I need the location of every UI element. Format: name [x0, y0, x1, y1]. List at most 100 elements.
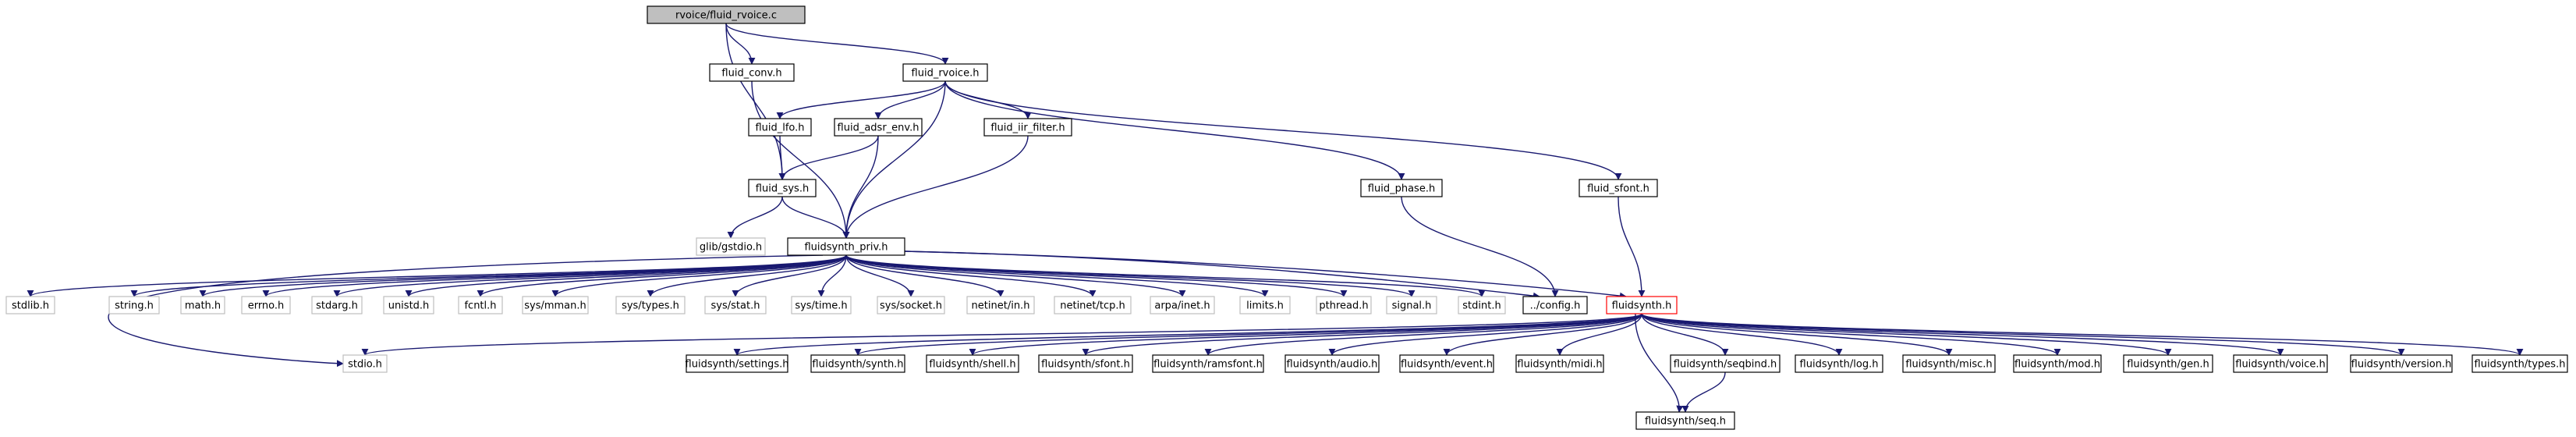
node-seq[interactable]: fluidsynth/seq.h [1635, 411, 1735, 430]
node-adsr[interactable]: fluid_adsr_env.h [834, 118, 923, 137]
node-synth[interactable]: fluidsynth/synth.h [810, 354, 905, 373]
node-label: glib/gstdio.h [700, 242, 762, 254]
node-label: fluidsynth/version.h [2351, 359, 2452, 371]
node-label: sys/mman.h [524, 300, 586, 312]
node-box [983, 118, 1072, 137]
node-label: fluidsynth/event.h [1401, 359, 1493, 371]
node-audio[interactable]: fluidsynth/audio.h [1284, 354, 1380, 373]
node-box [1902, 354, 1996, 373]
node-ftypes[interactable]: fluidsynth/types.h [2471, 354, 2568, 373]
node-box [1670, 354, 1781, 373]
node-box [1635, 411, 1735, 430]
node-label: fluidsynth/midi.h [1517, 359, 1602, 371]
node-errno: errno.h [241, 296, 291, 314]
node-phase[interactable]: fluid_phase.h [1360, 179, 1443, 197]
node-stat: sys/stat.h [704, 296, 767, 314]
node-label: netinet/in.h [972, 300, 1030, 312]
node-math: math.h [180, 296, 225, 314]
node-label: fluidsynth/settings.h [686, 359, 789, 371]
node-label: fluidsynth/sfont.h [1041, 359, 1130, 371]
node-box [748, 118, 812, 137]
node-misc[interactable]: fluidsynth/misc.h [1902, 354, 1996, 373]
node-box [1239, 296, 1291, 314]
edge-priv-to-stdlib [27, 254, 847, 297]
edge-root-to-conv [725, 23, 756, 65]
node-box [1386, 296, 1437, 314]
node-gen[interactable]: fluidsynth/gen.h [2123, 354, 2213, 373]
edge-priv-to-time [817, 254, 847, 297]
node-voice[interactable]: fluidsynth/voice.h [2233, 354, 2328, 373]
node-stdlib: stdlib.h [5, 296, 55, 314]
node-sfont[interactable]: fluid_sfont.h [1579, 179, 1658, 197]
node-midi[interactable]: fluidsynth/midi.h [1515, 354, 1604, 373]
edge-priv-to-nettcp [845, 254, 1097, 297]
node-ramsfont[interactable]: fluidsynth/ramsfont.h [1152, 354, 1264, 373]
node-box [615, 296, 686, 314]
node-label: netinet/tcp.h [1060, 300, 1125, 312]
node-priv[interactable]: fluidsynth_priv.h [787, 237, 905, 256]
edge-fluidsynth-to-version [1641, 313, 2405, 356]
edge-fluidsynth-to-event [1443, 313, 1642, 356]
edge-fluidsynth-to-voice [1641, 313, 2284, 356]
node-label: signal.h [1392, 300, 1432, 312]
node-label: stdio.h [348, 359, 382, 371]
node-label: fluid_sfont.h [1587, 183, 1649, 195]
nodes-layer: rvoice/fluid_rvoice.c fluid_conv.h fluid_r… [5, 5, 2568, 430]
node-label: errno.h [248, 300, 285, 312]
node-box [180, 296, 225, 314]
edge-fluidsynth-to-seqbind [1641, 313, 1729, 356]
node-box [1458, 296, 1506, 314]
edge-rvoiceh-to-sfont [944, 80, 1622, 180]
edge-fluidsynth-to-mod [1641, 313, 2061, 356]
node-pthread: pthread.h [1316, 296, 1372, 314]
node-box [2013, 354, 2102, 373]
node-label: fluidsynth.h [1612, 300, 1672, 312]
node-label: string.h [115, 300, 154, 312]
node-stdint: stdint.h [1458, 296, 1506, 314]
node-mod[interactable]: fluidsynth/mod.h [2013, 354, 2102, 373]
node-log[interactable]: fluidsynth/log.h [1795, 354, 1883, 373]
node-settings[interactable]: fluidsynth/settings.h [686, 354, 789, 373]
node-box [108, 296, 160, 314]
node-version[interactable]: fluidsynth/version.h [2350, 354, 2453, 373]
node-root[interactable]: rvoice/fluid_rvoice.c [647, 5, 806, 24]
node-box [1795, 354, 1883, 373]
edge-fluidsynth-to-gen [1641, 313, 2172, 356]
node-rvoiceh[interactable]: fluid_rvoice.h [902, 63, 988, 82]
node-lfo[interactable]: fluid_lfo.h [748, 118, 812, 137]
node-conv[interactable]: fluid_conv.h [709, 63, 795, 82]
node-box [2123, 354, 2213, 373]
node-iir[interactable]: fluid_iir_filter.h [983, 118, 1072, 137]
edge-fluidsynth-to-midi [1556, 313, 1642, 356]
node-fsfont[interactable]: fluidsynth/sfont.h [1038, 354, 1133, 373]
node-label: math.h [185, 300, 221, 312]
edge-phase-to-config [1401, 196, 1559, 297]
node-config[interactable]: ../config.h [1522, 296, 1588, 314]
node-label: fluidsynth/misc.h [1905, 359, 1992, 371]
node-box [241, 296, 291, 314]
edge-priv-to-mman [551, 254, 847, 297]
node-label: fluidsynth/types.h [2475, 359, 2566, 371]
node-box [522, 296, 589, 314]
node-event[interactable]: fluidsynth/event.h [1399, 354, 1494, 373]
node-label: sys/socket.h [880, 300, 942, 312]
node-fluidsynth[interactable]: fluidsynth.h [1606, 296, 1678, 314]
edge-iir-to-priv [842, 135, 1029, 239]
edge-fluidsynth-to-ramsfont [1204, 313, 1642, 356]
node-sys[interactable]: fluid_sys.h [748, 179, 817, 197]
node-signal: signal.h [1386, 296, 1437, 314]
edge-priv-to-netin [845, 254, 1005, 297]
node-limits: limits.h [1239, 296, 1291, 314]
edge-priv-to-arpa [845, 254, 1186, 297]
edge-rvoiceh-to-priv [842, 80, 946, 239]
edge-fluidsynth-to-misc [1641, 313, 1953, 356]
node-arpa: arpa/inet.h [1150, 296, 1215, 314]
node-label: fluid_iir_filter.h [990, 123, 1065, 134]
node-seqbind[interactable]: fluidsynth/seqbind.h [1670, 354, 1781, 373]
node-box [2471, 354, 2568, 373]
node-socket: sys/socket.h [877, 296, 945, 314]
node-box [383, 296, 434, 314]
node-label: ../config.h [1530, 300, 1581, 312]
node-shell[interactable]: fluidsynth/shell.h [926, 354, 1019, 373]
node-label: fcntl.h [464, 300, 496, 312]
